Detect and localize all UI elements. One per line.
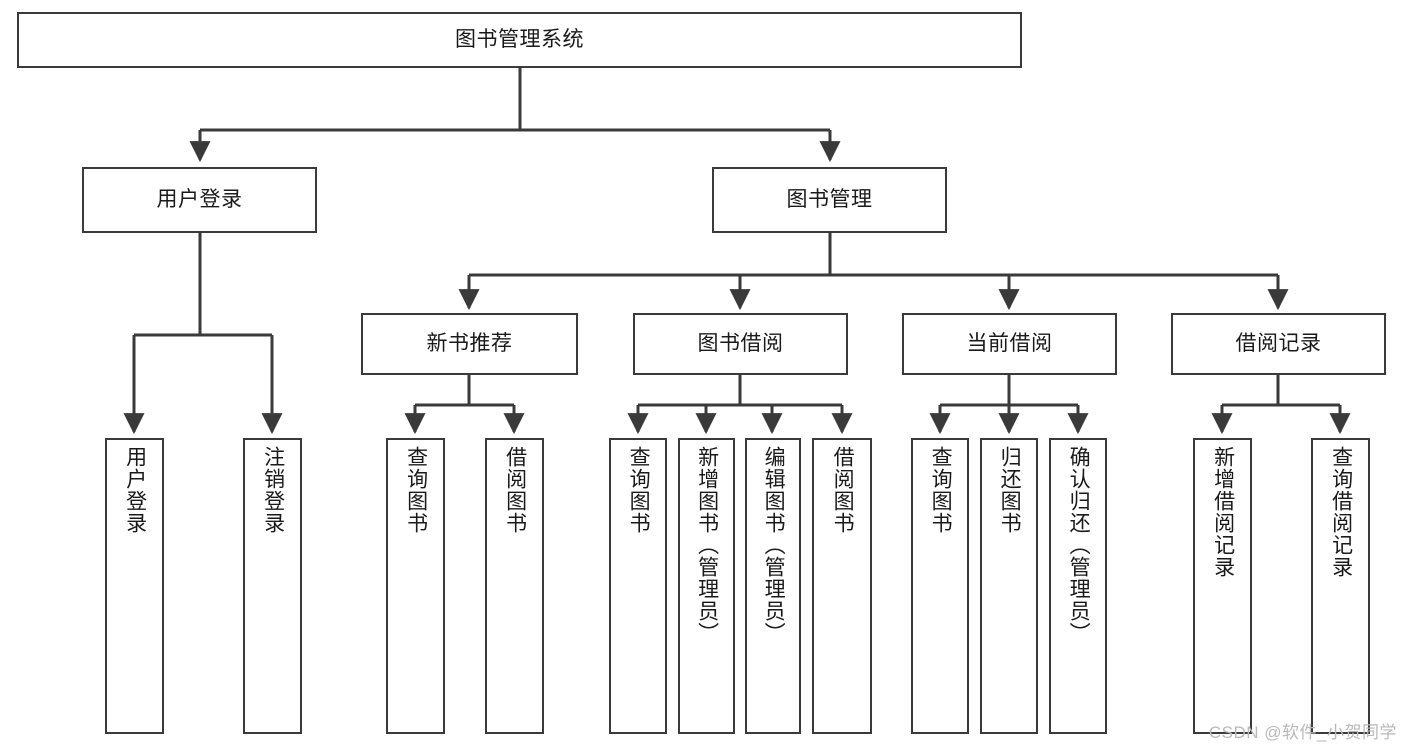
leaf-query-book-current[interactable]: 查询图书: [911, 438, 969, 734]
node-label: 确认归还（管理员）: [1067, 446, 1091, 644]
node-label: 用户登录: [123, 446, 147, 534]
leaf-add-borrow-record[interactable]: 新增借阅记录: [1193, 438, 1252, 734]
leaf-return-book[interactable]: 归还图书: [980, 438, 1038, 734]
node-book-borrow[interactable]: 图书借阅: [633, 313, 848, 375]
node-book-management[interactable]: 图书管理: [712, 167, 947, 233]
node-user-login[interactable]: 用户登录: [82, 167, 317, 233]
node-root-system[interactable]: 图书管理系统: [17, 12, 1022, 68]
node-label: 注销登录: [261, 446, 285, 534]
node-label: 借阅记录: [1235, 331, 1322, 355]
node-label: 当前借阅: [966, 331, 1053, 355]
leaf-add-book-admin[interactable]: 新增图书（管理员）: [678, 438, 735, 734]
node-label: 借阅图书: [503, 446, 527, 534]
leaf-query-borrow-record[interactable]: 查询借阅记录: [1311, 438, 1370, 734]
node-label: 查询图书: [627, 446, 651, 534]
node-label: 用户登录: [156, 187, 243, 211]
node-label: 借阅图书: [831, 446, 855, 534]
node-label: 图书管理系统: [455, 27, 584, 51]
node-label: 新增图书（管理员）: [695, 446, 719, 644]
leaf-user-login[interactable]: 用户登录: [105, 438, 164, 734]
leaf-query-book-new[interactable]: 查询图书: [386, 438, 445, 734]
node-label: 查询借阅记录: [1329, 446, 1353, 578]
leaf-edit-book-admin[interactable]: 编辑图书（管理员）: [745, 438, 801, 734]
node-label: 查询图书: [404, 446, 428, 534]
leaf-borrow-book[interactable]: 借阅图书: [812, 438, 872, 734]
leaf-logout[interactable]: 注销登录: [243, 438, 302, 734]
node-label: 归还图书: [998, 446, 1022, 534]
node-label: 新书推荐: [426, 331, 513, 355]
csdn-watermark: CSDN @软件_小贺同学: [1208, 723, 1397, 742]
node-label: 编辑图书（管理员）: [762, 446, 786, 644]
leaf-borrow-book-new[interactable]: 借阅图书: [485, 438, 544, 734]
leaf-query-book-borrow[interactable]: 查询图书: [609, 438, 667, 734]
node-label: 新增借阅记录: [1211, 446, 1235, 578]
node-borrow-record[interactable]: 借阅记录: [1171, 313, 1386, 375]
node-current-borrow[interactable]: 当前借阅: [902, 313, 1117, 375]
node-label: 图书管理: [786, 187, 873, 211]
node-label: 查询图书: [929, 446, 953, 534]
node-label: 图书借阅: [697, 331, 784, 355]
leaf-confirm-return-admin[interactable]: 确认归还（管理员）: [1049, 438, 1107, 734]
node-new-book-recommend[interactable]: 新书推荐: [361, 313, 578, 375]
